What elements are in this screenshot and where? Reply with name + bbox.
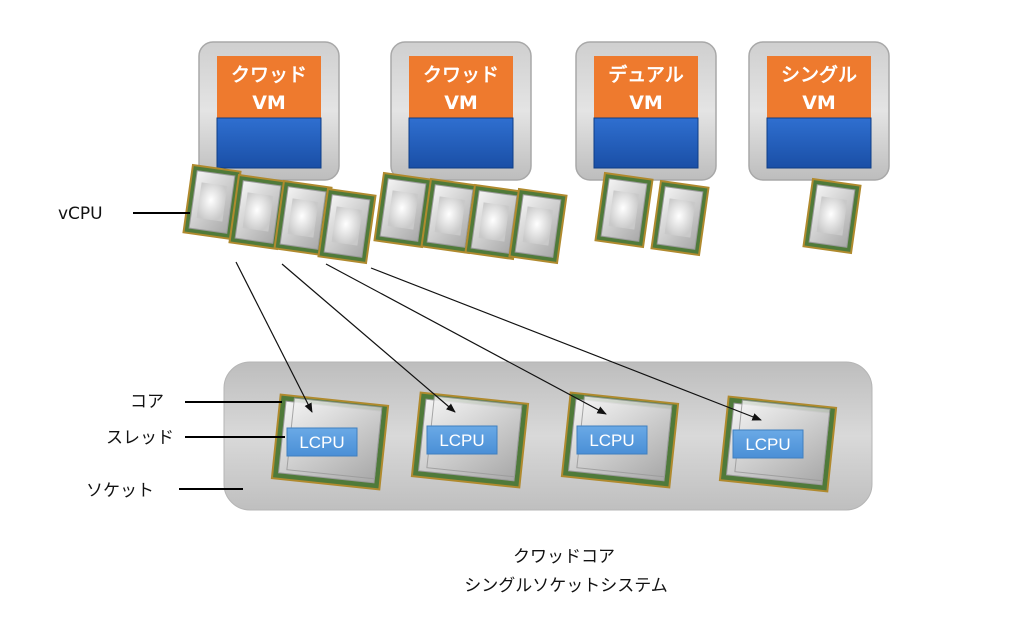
vcpu-chip: [464, 183, 524, 261]
vm-box-3: デュアル VM: [575, 41, 717, 181]
vm-box-4: シングル VM: [748, 41, 890, 181]
vcpu-chip: [802, 177, 862, 255]
lcpu-label-1: LCPU: [299, 433, 344, 452]
vcpu-chip: [228, 173, 288, 251]
vcpu-chip: [594, 171, 654, 249]
label-socket: ソケット: [86, 481, 154, 501]
caption-line-2: シングルソケットシステム: [464, 576, 668, 596]
caption-line-1: クワッドコア: [513, 547, 615, 567]
vm-4-type: シングル: [781, 63, 857, 86]
vm-2-label: VM: [444, 92, 478, 114]
vcpu-chip: [373, 171, 433, 249]
lcpu-box-3: [576, 425, 648, 455]
mapping-arrow: [325, 263, 607, 415]
vcpu-chips: [182, 163, 862, 265]
label-vcpu: vCPU: [58, 204, 103, 224]
lcpu-box-2: [426, 425, 498, 455]
vm-1-type: クワッド: [231, 64, 307, 86]
vm-box-2: クワッド VM: [390, 41, 532, 181]
mapping-arrow: [235, 261, 313, 413]
mapping-arrows: [235, 261, 762, 421]
vcpu-chip: [420, 177, 480, 255]
mapping-arrow: [281, 263, 456, 413]
label-core: コア: [130, 392, 164, 412]
vm-box-1: クワッド VM: [198, 41, 340, 181]
lcpu-box-4: [732, 429, 804, 459]
vm-3-label: VM: [629, 92, 663, 114]
label-thread: スレッド: [106, 428, 174, 448]
lcpu-box-1: [286, 427, 358, 457]
lcpu-label-4: LCPU: [745, 435, 790, 454]
lcpu-label-2: LCPU: [439, 431, 484, 450]
vm-4-label: VM: [802, 92, 836, 114]
vcpu-chip: [182, 163, 242, 241]
vcpu-chip: [508, 187, 568, 265]
vm-1-label: VM: [252, 92, 286, 114]
vcpu-chip: [650, 179, 710, 257]
lcpu-label-3: LCPU: [589, 431, 634, 450]
vcpu-chip: [317, 187, 377, 265]
vm-2-type: クワッド: [423, 64, 499, 86]
mapping-arrow: [370, 267, 762, 421]
vm-3-type: デュアル: [608, 63, 683, 86]
vcpu-chip: [273, 179, 333, 257]
